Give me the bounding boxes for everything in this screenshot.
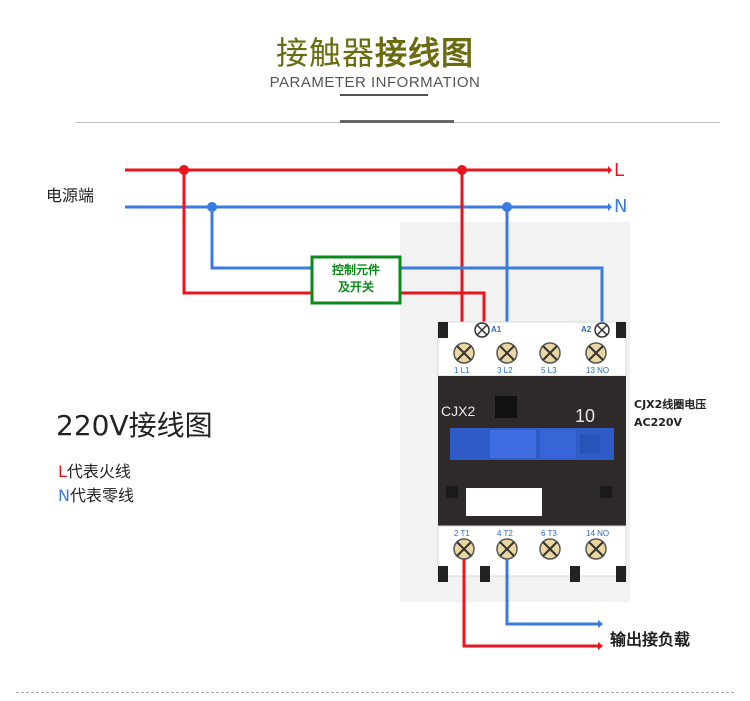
output-live-wire <box>462 559 598 648</box>
control-to-a1 <box>400 291 486 328</box>
nameplate <box>466 488 542 516</box>
subtitle-underline <box>340 94 428 96</box>
line-l-label: L <box>614 160 625 181</box>
legend-live-text: 代表火线 <box>66 462 131 481</box>
output-label: 输出接负载 <box>610 630 691 649</box>
contactor-clip <box>480 566 490 582</box>
terminal-bottom-2 <box>453 538 475 560</box>
control-element-line-2: 及开关 <box>337 280 374 294</box>
control-element-line-1: 控制元件 <box>331 263 380 277</box>
terminal-label-bottom-4: 4 T2 <box>497 529 513 538</box>
terminal-top-1 <box>453 342 475 364</box>
divider-accent <box>340 120 454 123</box>
footer-divider <box>16 692 734 693</box>
contactor-clip <box>570 566 580 582</box>
contactor-rating: 10 <box>575 406 596 426</box>
contactor-clip <box>438 566 448 582</box>
coil-voltage-line-1: CJX2线圈电压 <box>634 398 707 411</box>
neutral-to-a2 <box>400 266 604 328</box>
armature-block <box>490 430 536 458</box>
terminal-top-5 <box>539 342 561 364</box>
contactor-clip <box>438 322 448 338</box>
terminal-label-top-13: 13 NO <box>586 366 610 375</box>
legend-neutral-key: N <box>58 486 70 505</box>
contactor-screw <box>446 486 458 498</box>
legend-live-key: L <box>58 462 67 481</box>
junction-dot <box>207 202 217 212</box>
contactor-clip <box>616 322 626 338</box>
coil-voltage-line-2: AC220V <box>634 416 683 429</box>
legend-neutral-text: 代表零线 <box>69 486 134 505</box>
coil-terminal-a1 <box>474 322 490 338</box>
legend-neutral: N代表零线 <box>58 482 134 506</box>
control-element-box <box>310 255 402 305</box>
legend-live: L代表火线 <box>58 458 131 482</box>
control-element-label: 控制元件 及开关 <box>312 262 400 296</box>
power-side-label: 电源端 <box>46 186 95 205</box>
junction-dot <box>179 165 189 175</box>
output-live-arrow <box>598 642 603 650</box>
output-neutral-wire <box>505 559 598 626</box>
output-neutral-arrow <box>598 620 603 628</box>
terminal-top-13 <box>585 342 607 364</box>
coil-voltage-label: CJX2线圈电压 AC220V <box>634 396 706 432</box>
terminal-bottom-14 <box>585 538 607 560</box>
armature-block <box>540 430 576 458</box>
coil-label-a1: A1 <box>491 325 502 334</box>
title-light: 接触器 <box>275 34 375 72</box>
page-title: 接触器接线图 <box>0 28 750 74</box>
neutral-arrow <box>608 203 612 211</box>
page-subtitle: PARAMETER INFORMATION <box>269 74 481 91</box>
terminal-bottom-6 <box>539 538 561 560</box>
live-branch-control <box>182 170 312 295</box>
terminal-label-bottom-2: 2 T1 <box>454 529 470 538</box>
contactor-window <box>495 396 517 418</box>
title-bold: 接线图 <box>375 34 475 72</box>
coil-terminal-a2 <box>594 322 610 338</box>
terminal-top-3 <box>496 342 518 364</box>
terminal-label-top-1: 1 L1 <box>454 366 470 375</box>
armature-block <box>580 434 600 454</box>
line-n-label: N <box>614 196 628 217</box>
junction-dot <box>457 165 467 175</box>
live-arrow <box>608 166 612 174</box>
diagram-title: 220V接线图 <box>56 409 213 442</box>
coil-label-a2: A2 <box>581 325 592 334</box>
terminal-label-top-3: 3 L2 <box>497 366 513 375</box>
terminal-label-top-5: 5 L3 <box>541 366 557 375</box>
terminal-bottom-4 <box>496 538 518 560</box>
terminal-label-bottom-6: 6 T3 <box>541 529 557 538</box>
neutral-branch-control <box>210 207 312 270</box>
contactor-screw <box>600 486 612 498</box>
contactor-model: CJX2 <box>441 403 476 419</box>
terminal-label-bottom-14: 14 NO <box>586 529 610 538</box>
contactor-clip <box>616 566 626 582</box>
junction-dot <box>502 202 512 212</box>
